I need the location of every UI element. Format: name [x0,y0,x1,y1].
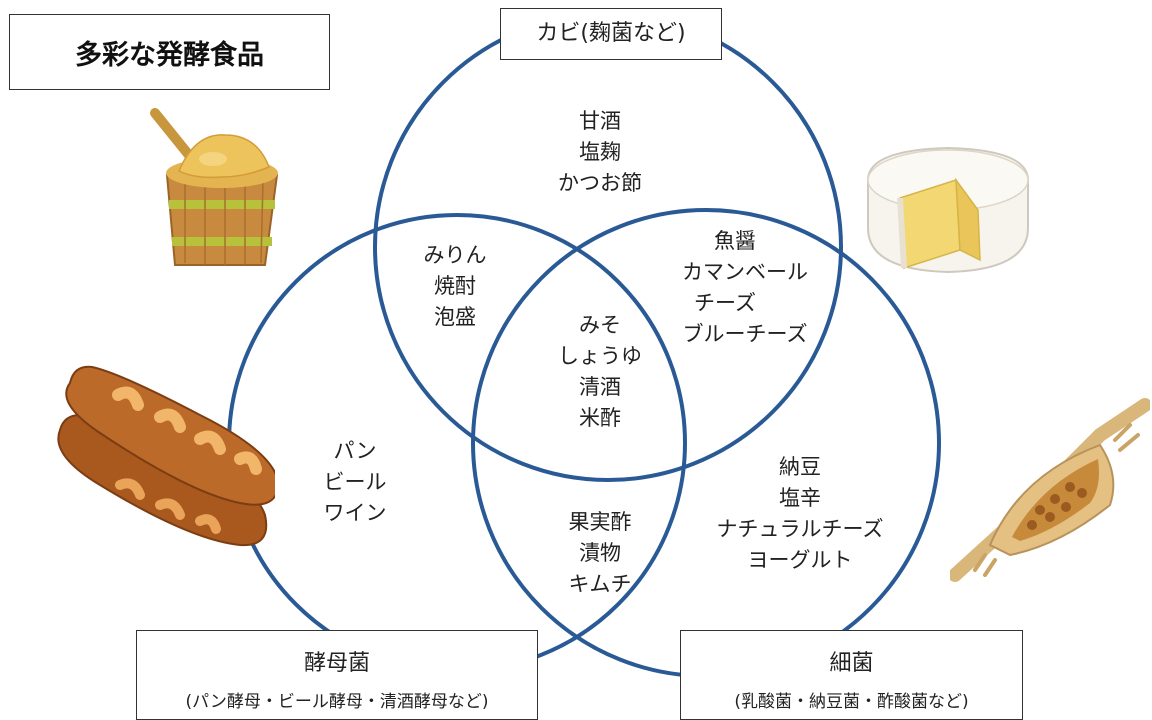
food-item: ヨーグルト [747,548,853,572]
region-yeast-bacteria: 果実酢 漬物 キムチ [530,507,670,600]
food-item: 漬物 [579,541,621,565]
food-item: キムチ [568,572,632,596]
bacteria-label: 細菌 (乳酸菌・納豆菌・酢酸菌など) [680,630,1023,720]
food-item: 清酒 [579,375,621,399]
miso-barrel-icon [150,108,279,266]
food-item: かつお節 [558,171,642,195]
camembert-cheese-icon [867,146,1029,274]
yeast-name: 酵母菌 [303,651,370,676]
food-item: 米酢 [579,406,621,430]
page-title: 多彩な発酵食品 [9,14,330,90]
food-item: ビール [323,470,387,494]
food-item: チーズ [694,291,756,315]
food-item: カマンベール [682,260,808,284]
food-item: ブルーチーズ [682,322,808,346]
food-item: みりん [423,243,487,267]
baguette-bread-icon [57,365,275,547]
food-item: パン [333,439,377,463]
region-all-three: みそ しょうゆ 清酒 米酢 [530,310,670,434]
food-item: 焼酎 [434,274,476,298]
food-item: しょうゆ [558,344,642,368]
food-item: 塩辛 [779,486,821,510]
bacteria-name: 細菌 [829,651,874,676]
region-mold-bacteria: 魚醤 カマンベール チーズ ブルーチーズ [660,226,830,350]
food-item: 納豆 [779,455,821,479]
food-item: みそ [579,313,621,337]
food-item: 魚醤 [714,229,756,253]
bacteria-examples: (乳酸菌・納豆菌・酢酸菌など) [734,692,969,712]
food-item: ワイン [323,501,387,525]
mold-label: カビ(麹菌など) [500,8,722,60]
region-mold-only: 甘酒 塩麹 かつお節 [530,106,670,199]
natto-straw-icon [950,398,1150,582]
food-item: 甘酒 [579,109,621,133]
yeast-examples: (パン酵母・ビール酵母・清酒酵母など) [185,692,489,712]
food-item: 果実酢 [568,510,632,534]
region-bacteria-only: 納豆 塩辛 ナチュラルチーズ ヨーグルト [700,452,900,576]
yeast-label: 酵母菌 (パン酵母・ビール酵母・清酒酵母など) [136,630,538,720]
region-mold-yeast: みりん 焼酎 泡盛 [395,240,515,333]
food-item: 泡盛 [434,305,476,329]
food-item: 塩麹 [579,140,621,164]
region-yeast-only: パン ビール ワイン [300,436,410,529]
food-item: ナチュラルチーズ [716,517,884,541]
